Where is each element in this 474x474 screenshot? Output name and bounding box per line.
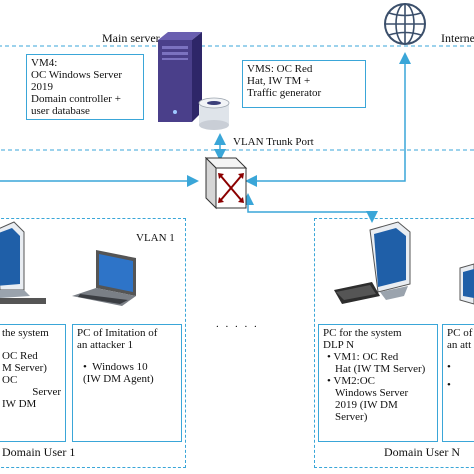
system-bullet-cont: Server) (335, 411, 368, 423)
left-system-line: M Server) (2, 362, 47, 374)
vms-line: Hat, IW TM + (247, 75, 311, 87)
bullet-icon: • (83, 361, 87, 373)
left-system-line: IW DM (2, 398, 37, 410)
system-title-line: PC for the system (323, 327, 402, 339)
main-server-container (0, 45, 474, 151)
vm4-line: user database (31, 105, 90, 117)
bullet-icon: • (447, 361, 451, 373)
left-system-line: the system (2, 327, 49, 339)
vm4-line: OC Windows Server (31, 69, 123, 81)
switch-right-domain-link (242, 193, 378, 223)
system-bullet-cont: Windows Server (335, 387, 409, 399)
system-bullet-cont: 2019 (IW DM (335, 399, 398, 411)
vms-line: Traffic generator (247, 87, 322, 99)
vm4-line: VM4: (31, 57, 58, 69)
left-attacker-pc-box: PC of Imitation of an attacker 1 • Windo… (72, 324, 182, 442)
attacker-title-line: an attacker 1 (77, 339, 134, 351)
attacker-bullet: • Windows 10 (77, 361, 177, 373)
right-attacker-line: an att (447, 339, 472, 351)
vms-box: VMS: OC Red Hat, IW TM + Traffic generat… (242, 60, 366, 108)
vlan-label: VLAN 1 (136, 232, 175, 244)
attacker-bullet-cont: (IW DM Agent) (83, 373, 154, 385)
bullet-icon: • (327, 351, 331, 363)
switch-internet-link (245, 52, 411, 187)
right-system-pc-box: PC for the system DLP N • VM1: OC Red Ha… (318, 324, 438, 442)
main-server-title: Main server (102, 31, 160, 45)
right-domain-container (314, 218, 474, 468)
bullet-text: VM1: OC Red (333, 351, 399, 363)
ellipsis: . . . . . (216, 318, 259, 330)
internet-label: Interne (441, 31, 474, 45)
left-system-line: Server (32, 386, 61, 398)
system-bullet: • VM1: OC Red (323, 351, 433, 363)
left-system-pc-box: the system OC Red M Server) OC Server IW… (0, 324, 66, 442)
right-domain-caption: Domain User N (384, 445, 460, 459)
vms-line: VMS: OC Red (247, 63, 313, 75)
system-bullet: • VM2:OC (323, 375, 433, 387)
system-bullet-cont: Hat (IW TM Server) (335, 363, 426, 375)
vm4-line: Domain controller + (31, 93, 121, 105)
vm4-box: VM4: OC Windows Server 2019 Domain contr… (26, 54, 144, 120)
bullet-text: VM2:OC (333, 375, 375, 387)
switch-label: VLAN Trunk Port (233, 136, 314, 148)
left-system-line: OC (2, 374, 18, 386)
bullet-text: Windows 10 (92, 361, 148, 373)
left-domain-caption: Domain User 1 (2, 445, 76, 459)
bullet-icon: • (447, 379, 451, 391)
system-title-line: DLP N (323, 339, 355, 351)
bullet-icon: • (327, 375, 331, 387)
vm4-line: 2019 (31, 81, 53, 93)
right-attacker-pc-box: PC of an att • • (442, 324, 474, 442)
left-system-line: OC Red (2, 350, 38, 362)
right-attacker-line: PC of (447, 327, 473, 339)
left-domain-container (0, 218, 186, 468)
attacker-title-line: PC of Imitation of (77, 327, 158, 339)
